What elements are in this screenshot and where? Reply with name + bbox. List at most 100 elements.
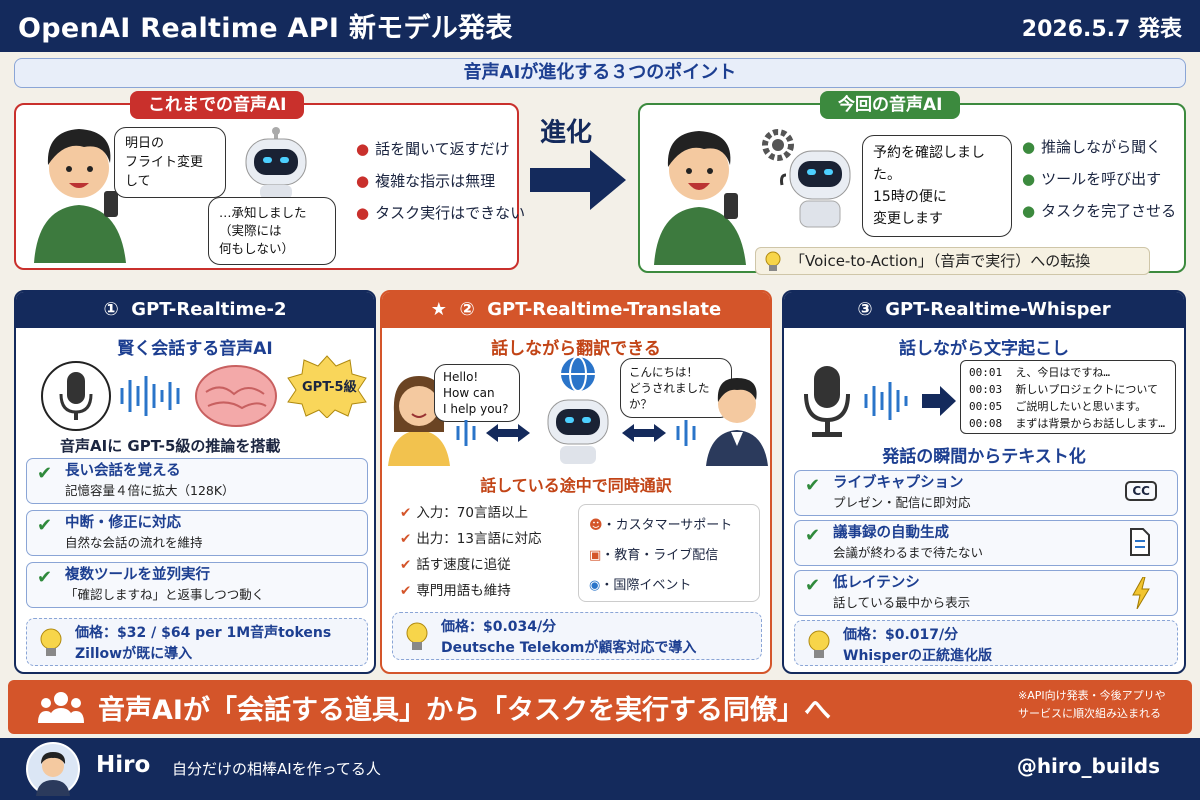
- feature-desc: プレゼン・配信に即対応: [833, 495, 971, 510]
- card-number: ③: [857, 299, 873, 320]
- new-capabilities-list: ●推論しながら聞く ●ツールを呼び出す ●タスクを完了させる: [1022, 131, 1176, 227]
- transcript-text: ご説明したいと思います。: [1015, 400, 1147, 413]
- bubble-line: I help you?: [443, 402, 509, 416]
- new-voice-ai-panel: 予約を確認しました。 15時の便に 変更します ●推論しながら聞く ●ツールを呼…: [638, 103, 1186, 273]
- bubble-line: 何もしない）: [219, 241, 295, 256]
- transcript-line: 00:08 まずは背景からお話しします…: [969, 415, 1175, 432]
- gear-icon: [762, 129, 794, 161]
- old-limitations-list: ●話を聞いて返すだけ ●複雑な指示は無理 ●タスク実行はできない: [356, 133, 525, 229]
- bubble-line: フライト変更して: [125, 155, 204, 189]
- list-item: ✔専門用語も維持: [400, 583, 511, 599]
- transcript-line: 00:05 ご説明したいと思います。: [969, 398, 1175, 415]
- list-item: ✔出力：13言語に対応: [400, 531, 542, 547]
- transcript-line: 00:01 え、今日はですね…: [969, 364, 1175, 381]
- page-title: OpenAI Realtime API 新モデル発表: [18, 13, 513, 44]
- japanese-speech-bubble: こんにちは！ どうされましたか？: [620, 358, 732, 418]
- woman-illustration: [388, 376, 450, 466]
- transcript-text: 新しいプロジェクトについて: [1015, 383, 1159, 396]
- card-subtitle: 賢く会話する音声AI: [117, 339, 273, 359]
- old-voice-ai-panel: 明日の フライト変更して …承知しました （実際には 何もしない） ●話を聞いて…: [14, 103, 525, 270]
- bubble-line: どうされましたか？: [629, 381, 710, 411]
- right-sound-wave-icon: [622, 420, 696, 446]
- transcript-box: 00:01 え、今日はですね… 00:03 新しいプロジェクトについて 00:0…: [960, 360, 1176, 434]
- use-case-item: ◉・国際イベント: [589, 571, 759, 601]
- ai-speech-bubble: 予約を確認しました。 15時の便に 変更します: [862, 135, 1012, 237]
- price-box: 価格：$32 / $64 per 1M音声tokens Zillowが既に導入: [26, 618, 368, 666]
- gpt5-badge-label: GPT-5級: [302, 380, 357, 395]
- english-speech-bubble: Hello! How can I help you?: [434, 364, 520, 422]
- price-line: Whisperの正統進化版: [843, 648, 992, 664]
- list-item-text: ツールを呼び出す: [1041, 170, 1162, 188]
- card-title: GPT-Realtime-Translate: [487, 299, 722, 320]
- mic-to-brain-illustration: [41, 361, 277, 431]
- feature-title: 低レイテンシ: [833, 575, 920, 591]
- disclaimer-note: ※API向け発表・今後アプリや サービスに順次組み込まれる: [1018, 687, 1166, 723]
- list-item-text: 話す速度に追従: [416, 557, 511, 573]
- points-banner: 音声AIが進化する３つのポイント: [14, 58, 1186, 88]
- user-illustration: [34, 129, 126, 263]
- feature-title: 長い会話を覚える: [65, 463, 181, 479]
- list-item: ●タスク実行はできない: [356, 204, 526, 222]
- card-number: ①: [103, 299, 119, 320]
- checkmark-icon: ✔: [37, 567, 53, 588]
- feature-title: ライブキャプション: [833, 475, 964, 491]
- globe-icon: [561, 356, 595, 392]
- translate-specs-list: ✔入力：70言語以上 ✔出力：13言語に対応 ✔話す速度に追従 ✔専門用語も維持: [400, 500, 542, 604]
- voice-to-action-note: 「Voice-to-Action」（音声で実行）への転換: [755, 247, 1150, 275]
- feature-desc: 会議が終わるまで待たない: [833, 545, 984, 560]
- feature-title: 議事録の自動生成: [833, 525, 949, 541]
- use-case-item: ▣・教育・ライブ配信: [589, 541, 759, 571]
- robot-icon: [245, 127, 307, 199]
- lightning-icon: [1132, 577, 1150, 609]
- price-line: Zillowが既に導入: [75, 646, 193, 662]
- price-line: 価格：$0.034/分: [441, 619, 557, 635]
- robot-icon: [780, 150, 851, 228]
- globe-icon: ◉: [589, 578, 601, 593]
- timestamp: 00:03: [969, 383, 1003, 396]
- closed-caption-icon: CC: [1125, 481, 1157, 501]
- lightbulb-icon: [40, 628, 62, 656]
- author-handle[interactable]: @hiro_builds: [1016, 754, 1160, 778]
- user-illustration: [654, 131, 746, 265]
- list-item-text: 専門用語も維持: [416, 583, 511, 599]
- feature-desc: 「確認しますね」と返事しつつ動く: [65, 587, 265, 602]
- bubble-line: （実際には: [219, 223, 282, 238]
- use-case-text: ・教育・ライブ配信: [601, 548, 719, 563]
- feature-desc: 自然な会話の流れを維持: [65, 535, 203, 550]
- bubble-line: 15時の便に: [873, 189, 947, 205]
- list-item: ✔入力：70言語以上: [400, 505, 528, 521]
- badge-burst-icon: [287, 355, 367, 418]
- bubble-line: 明日の: [125, 136, 165, 151]
- document-icon: [1130, 528, 1150, 556]
- card-header: ③ GPT-Realtime-Whisper: [784, 292, 1184, 328]
- feature-desc: 記憶容量４倍に拡大（128K）: [65, 483, 235, 498]
- checkmark-icon: ✔: [37, 515, 53, 536]
- bubble-line: …承知しました: [219, 205, 307, 220]
- list-item: ✔話す速度に追従: [400, 557, 511, 573]
- announcement-date: 2026.5.7 発表: [1021, 17, 1182, 42]
- checkmark-icon: ✔: [37, 463, 53, 484]
- header-bar: OpenAI Realtime API 新モデル発表 2026.5.7 発表: [0, 0, 1200, 52]
- voice-note-text: 「Voice-to-Action」（音声で実行）への転換: [790, 252, 1091, 270]
- price-line: 価格：$32 / $64 per 1M音声tokens: [75, 625, 332, 641]
- use-cases-box: ☻・カスタマーサポート ▣・教育・ライブ配信 ◉・国際イベント: [578, 504, 760, 602]
- bubble-line: 予約を確認しました。: [873, 145, 985, 183]
- timestamp: 00:01: [969, 366, 1003, 379]
- man-illustration: [706, 378, 768, 466]
- card-caption: 音声AIに GPT-5級の推論を搭載: [60, 437, 281, 455]
- list-item: ●話を聞いて返すだけ: [356, 140, 510, 158]
- list-item: ●タスクを完了させる: [1022, 202, 1177, 220]
- checkmark-icon: ✔: [805, 525, 821, 546]
- microphone-icon: [804, 366, 956, 437]
- author-name: Hiro: [96, 752, 151, 778]
- support-agent-icon: ☻: [589, 518, 603, 533]
- feature-title: 中断・修正に対応: [65, 515, 181, 531]
- conclusion-message: 音声AIが「会話する道具」から「タスクを実行する同僚」へ: [98, 695, 831, 726]
- lightbulb-icon: [765, 251, 781, 271]
- list-item: ●複雑な指示は無理: [356, 172, 496, 190]
- card-header: ★ ② GPT-Realtime-Translate: [382, 292, 770, 328]
- list-item-text: 話を聞いて返すだけ: [375, 140, 510, 158]
- evolution-label: 進化: [540, 118, 593, 148]
- card-number: ②: [459, 299, 475, 320]
- left-sound-wave-icon: [456, 420, 530, 446]
